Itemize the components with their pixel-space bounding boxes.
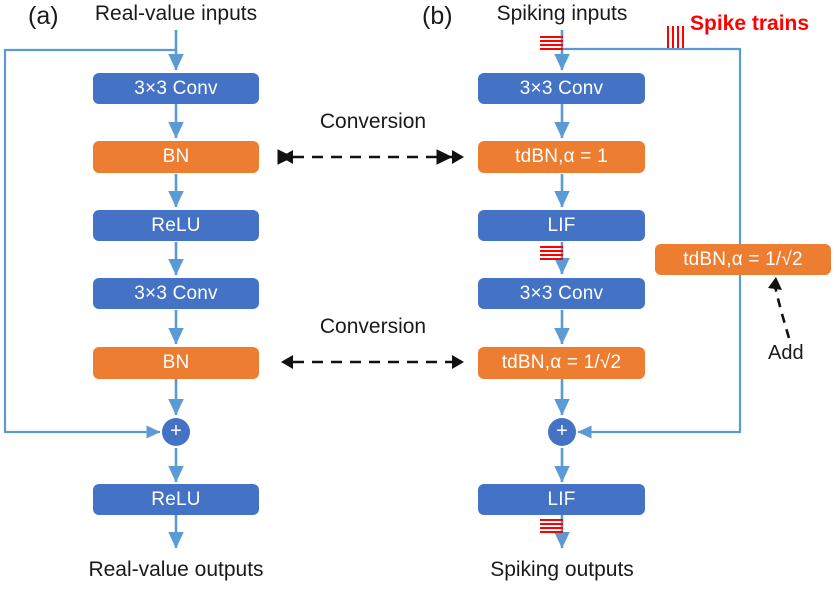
node-b-shortcut-tdbn[interactable]: tdBN,α = 1/√2 bbox=[655, 244, 831, 275]
spike-trains-label: Spike trains bbox=[690, 12, 810, 35]
node-a-bn1[interactable]: BN bbox=[93, 141, 259, 173]
panel-b-input-label: Spiking inputs bbox=[496, 2, 628, 25]
adder-a[interactable]: + bbox=[162, 418, 190, 446]
spike-train-icon-mid bbox=[540, 246, 563, 262]
add-annotation-arrow bbox=[768, 277, 791, 339]
panel-b-tag: (b) bbox=[422, 2, 453, 30]
node-b-conv2[interactable]: 3×3 Conv bbox=[478, 278, 645, 309]
node-b-lif1[interactable]: LIF bbox=[478, 210, 645, 241]
adder-a-symbol: + bbox=[170, 420, 182, 442]
panel-a-input-label: Real-value inputs bbox=[94, 2, 258, 25]
panel-a-output-label: Real-value outputs bbox=[88, 558, 264, 581]
panel-a-tag: (a) bbox=[28, 2, 59, 30]
node-b-lif2[interactable]: LIF bbox=[478, 484, 645, 515]
node-b-tdbn1[interactable]: tdBN,α = 1 bbox=[478, 141, 645, 173]
spike-train-icon-output bbox=[540, 519, 563, 535]
adder-b-symbol: + bbox=[556, 420, 568, 442]
conversion-label-bottom: Conversion bbox=[319, 315, 427, 338]
conversion-label-top: Conversion bbox=[319, 110, 427, 133]
panel-b-output-label: Spiking outputs bbox=[490, 558, 634, 581]
adder-b[interactable]: + bbox=[548, 418, 576, 446]
spike-train-icon-input bbox=[540, 36, 563, 52]
node-a-conv2[interactable]: 3×3 Conv bbox=[93, 278, 259, 309]
node-a-bn2[interactable]: BN bbox=[93, 347, 259, 379]
node-a-relu2[interactable]: ReLU bbox=[93, 484, 259, 515]
conversion-arrows bbox=[277, 149, 464, 369]
panel-b-connectors bbox=[554, 30, 742, 549]
node-b-tdbn2[interactable]: tdBN,α = 1/√2 bbox=[478, 347, 645, 379]
spike-train-icon-legend bbox=[667, 26, 684, 48]
panel-a-connectors bbox=[3, 30, 184, 549]
node-b-conv1[interactable]: 3×3 Conv bbox=[478, 73, 645, 104]
add-label: Add bbox=[768, 342, 804, 364]
node-a-conv1[interactable]: 3×3 Conv bbox=[93, 73, 259, 104]
node-a-relu1[interactable]: ReLU bbox=[93, 210, 259, 241]
